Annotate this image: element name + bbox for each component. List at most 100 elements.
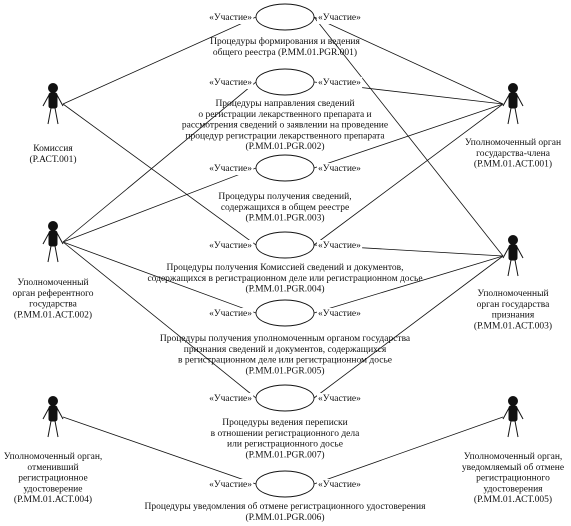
use-case-label: в отношении регистрационного дела [211, 429, 360, 439]
actor-leg [54, 245, 59, 263]
participation-label: «Участие» [318, 309, 361, 319]
participation-label: «Участие» [209, 394, 252, 404]
use-case-label: общего реестра (Р.ММ.01.PGR.001) [213, 47, 357, 58]
actor-label: Уполномоченный [477, 288, 548, 299]
actor-head [48, 396, 58, 406]
actor-commission: Комиссия(Р.АСТ.001) [30, 83, 77, 165]
actor-label: удостоверение [24, 484, 83, 494]
actor-torso [508, 92, 518, 109]
use-case-label: (Р.ММ.01.PGR.002) [245, 141, 324, 152]
use-case-label: (Р.ММ.01.PGR.004) [245, 284, 324, 295]
participation-label: «Участие» [209, 78, 252, 88]
actor-leg [507, 259, 512, 277]
actor-label: уведомляемый об отмене [462, 462, 564, 473]
actor-head [48, 83, 58, 93]
use-case-label: в регистрационном деле или регистрационн… [178, 356, 392, 366]
use-case-label: Процедуры формирования и ведения [210, 36, 360, 47]
actor-label: Уполномоченный орган [465, 137, 561, 148]
use-case-ellipse [255, 3, 315, 31]
actor-leg [47, 245, 52, 263]
use-case-ellipse [255, 68, 315, 96]
actor-torso [48, 92, 58, 109]
actor-leg [514, 420, 519, 438]
association-reference-state-pgr-002 [62, 81, 257, 243]
association-member-state-pgr-004 [313, 103, 504, 246]
actor-arm [42, 232, 50, 245]
use-case-label: признания сведений и документов, содержа… [184, 344, 387, 355]
actor-label: (Р.ММ.01.АСТ.005) [474, 494, 552, 505]
association-member-state-pgr-001 [313, 16, 504, 105]
use-case-ellipse [255, 154, 315, 182]
use-case-label: Процедуры уведомления об отмене регистра… [145, 501, 427, 512]
use-case-pgr-003: Процедуры получения сведений,содержащихс… [218, 154, 352, 224]
association-commission-pgr-001 [62, 16, 257, 105]
actor-notified-body: Уполномоченный орган,уведомляемый об отм… [462, 396, 564, 505]
use-case-label: Процедуры направления сведений [215, 98, 354, 109]
use-case-label: (Р.ММ.01.PGR.005) [245, 365, 324, 376]
actor-arm [56, 407, 64, 420]
association-commission-pgr-004 [62, 103, 257, 246]
use-case-label: о регистрации лекарственного препарата и [198, 110, 371, 120]
participation-label: «Участие» [209, 164, 252, 174]
actor-leg [54, 107, 59, 125]
actor-label: Уполномоченный орган, [464, 451, 563, 462]
use-case-label: процедур регистрации лекарственного преп… [185, 131, 385, 141]
actor-arm [502, 246, 510, 259]
association-reference-state-pgr-007 [62, 241, 257, 399]
association-reference-state-pgr-005 [62, 241, 257, 314]
actor-label: отменивший [27, 462, 78, 473]
use-case-label: Процедуры получения Комиссией сведений и… [167, 262, 404, 273]
use-case-pgr-006: Процедуры уведомления об отмене регистра… [145, 470, 427, 523]
actor-head [508, 83, 518, 93]
use-case-label: Процедуры получения уполномоченным орган… [160, 334, 411, 344]
actor-arm [42, 94, 50, 107]
use-case-label: рассмотрения сведений о заявлении на про… [182, 120, 388, 131]
use-case-label: (Р.ММ.01.PGR.003) [245, 213, 324, 224]
actor-head [508, 396, 518, 406]
use-case-ellipse [255, 299, 315, 327]
actor-label: Комиссия [33, 144, 73, 154]
actor-label: регистрационного [476, 474, 550, 484]
actor-torso [508, 244, 518, 261]
actor-leg [507, 107, 512, 125]
association-reference-state-pgr-003 [62, 167, 257, 243]
actor-label: государства [29, 300, 77, 310]
use-case-label: содержащихся в общем реестре [221, 202, 349, 213]
actor-label: (Р.АСТ.001) [30, 154, 77, 165]
actor-leg [47, 107, 52, 125]
association-recognition-state-pgr-007 [313, 255, 504, 399]
actor-leg [507, 420, 512, 438]
use-case-label: или регистрационного досье [227, 440, 343, 450]
actor-label: признания [492, 311, 535, 321]
actor-cancelling-body: Уполномоченный орган,отменившийрегистрац… [4, 396, 102, 505]
actor-head [48, 221, 58, 231]
actor-arm [502, 407, 510, 420]
participation-label: «Участие» [209, 13, 252, 23]
participation-label: «Участие» [318, 480, 361, 490]
actor-torso [48, 405, 58, 422]
actor-arm [56, 94, 64, 107]
use-case-label: Процедуры получения сведений, [218, 191, 351, 202]
association-member-state-pgr-003 [313, 103, 504, 169]
actor-arm [516, 407, 524, 420]
actor-arm [56, 232, 64, 245]
use-case-label: Процедуры ведения переписки [222, 418, 347, 428]
actor-label: орган государства [477, 300, 550, 310]
actor-member-state: Уполномоченный органгосударства-члена(Р.… [465, 83, 561, 170]
participation-label: «Участие» [318, 164, 361, 174]
actor-head [508, 235, 518, 245]
use-case-pgr-004: Процедуры получения Комиссией сведений и… [147, 231, 423, 295]
use-case-ellipse [255, 231, 315, 259]
actor-torso [508, 405, 518, 422]
actor-leg [514, 107, 519, 125]
actor-label: орган референтного [13, 288, 94, 299]
use-case-ellipse [255, 470, 315, 498]
participation-label: «Участие» [209, 309, 252, 319]
actor-arm [516, 94, 524, 107]
